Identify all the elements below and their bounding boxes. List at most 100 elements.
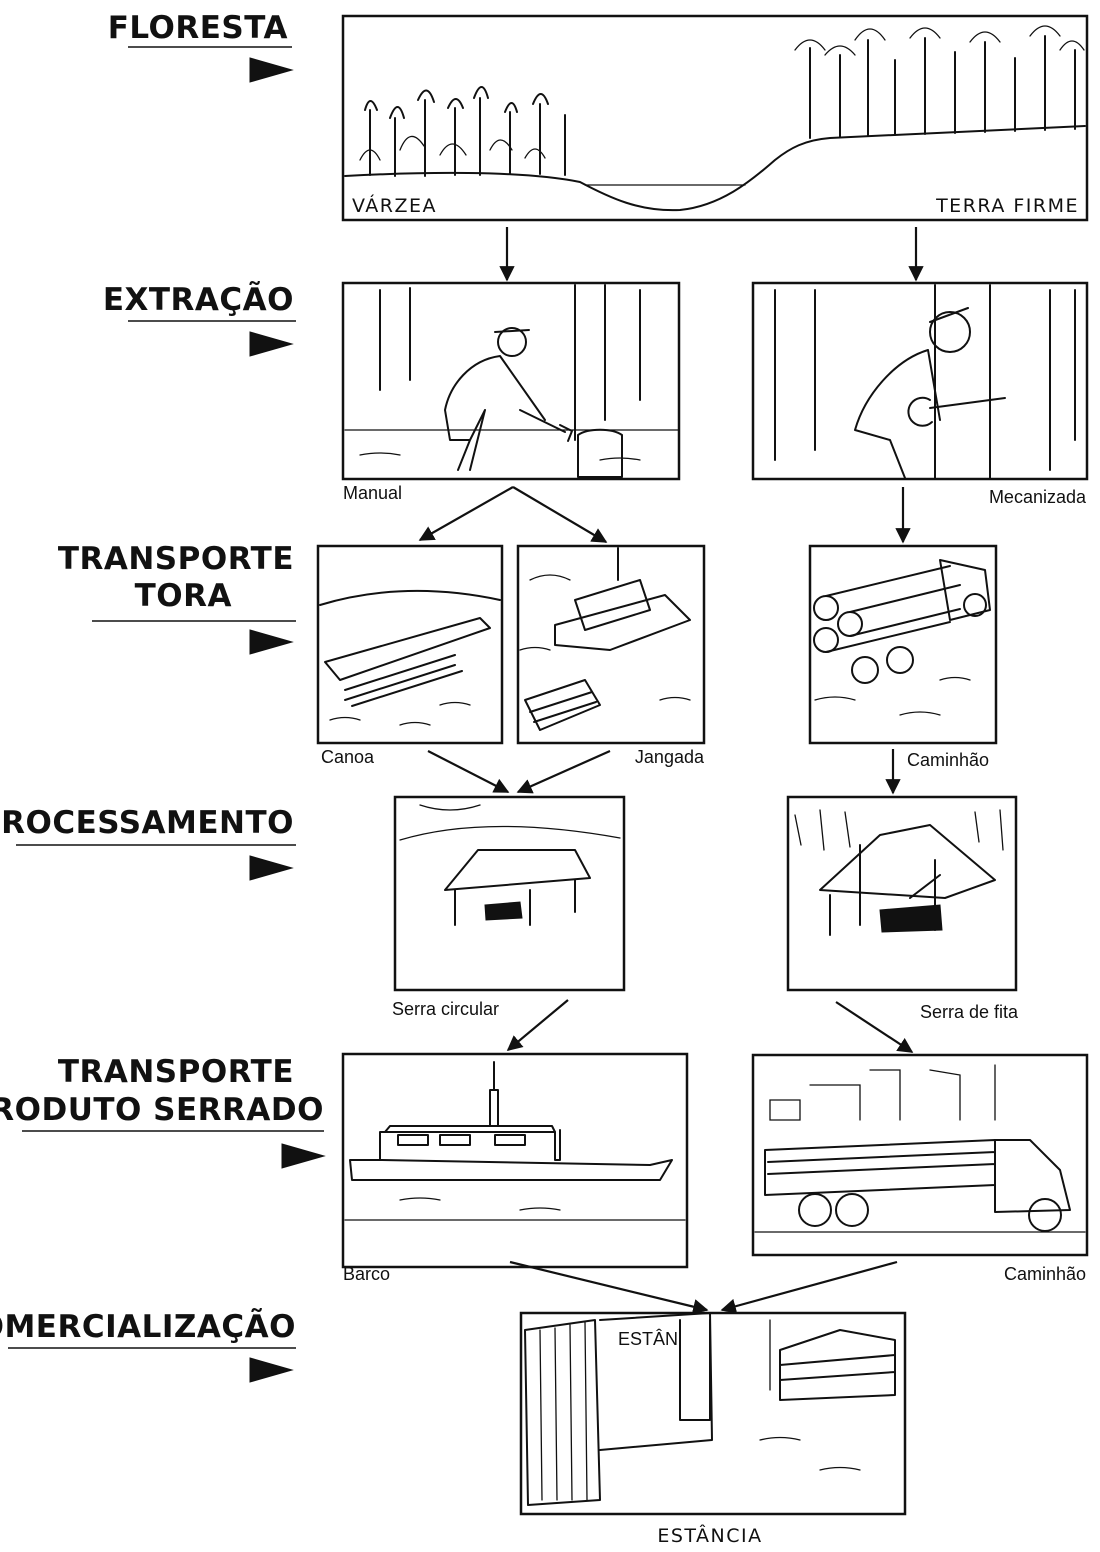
town-buildings [769,1064,996,1121]
arrow-manual-to-jangada [512,486,608,543]
arrow-manual-to-canoa [418,486,514,541]
panel-extracao-manual: Manual [341,281,681,503]
person-head [497,327,527,357]
panel-frame [316,544,504,745]
stage-label-extracao: EXTRAÇÃO [103,281,296,357]
stage-label-processamento: PROCESSAMENTO [0,805,296,881]
ground-profile [344,125,1086,212]
band-saw-icon [879,904,943,933]
chainsaw-icon [907,396,1006,427]
shed-posts [454,879,576,926]
panel-frame [393,795,626,992]
panel-serra-de-fita: Serra de fita [786,795,1019,1022]
caption-jangada: Jangada [635,747,705,767]
stage-title-produto-serrado: PRODUTO SERRADO [0,1092,324,1128]
stage-title-transporte-line1: TRANSPORTE [58,1054,294,1090]
person-body [444,329,546,471]
stage-title-extracao: EXTRAÇÃO [103,281,294,318]
panel-extracao-mecanizada: Mecanizada [751,281,1089,507]
canoe-icon [324,617,491,681]
tugboat-cabin [574,579,651,631]
truck-cab [994,1139,1071,1213]
truck-wheel [798,1193,832,1227]
stage-label-transporte-serrado: TRANSPORTE PRODUTO SERRADO [0,1054,326,1169]
arrow-serra-circular-to-barco [506,999,569,1051]
truck-cab [939,559,991,621]
boat-windows [397,1134,526,1146]
varzea-label: VÁRZEA [352,194,437,217]
caption-manual: Manual [343,483,402,503]
varzea-trees [359,86,566,177]
stage-pointer-icon [249,57,294,83]
shed-roof [444,849,591,891]
panel-caminhao-tora: Caminhão [808,544,998,770]
tree-stump [577,428,623,478]
stage-title-tora: TORA [135,578,232,614]
panel-frame [808,544,998,745]
caption-serra-de-fita: Serra de fita [920,1002,1019,1022]
caption-caminhao-serrado: Caminhão [1004,1264,1086,1284]
caption-caminhao-tora: Caminhão [907,750,989,770]
panel-frame [786,795,1018,992]
stage-label-floresta: FLORESTA [108,10,294,83]
panel-frame [341,281,681,481]
person-body [854,307,969,479]
stage-pointer-icon [249,331,294,357]
terra-firme-trees [794,25,1085,139]
caption-mecanizada: Mecanizada [989,487,1087,507]
arrow-barco-to-estancia [509,1260,709,1315]
panel-estancia: ESTÂN ESTÂNCIA [519,1311,907,1547]
panel-floresta: VÁRZEA TERRA FIRME [341,14,1089,222]
stage-pointer-icon [249,855,294,881]
lumber-stack [779,1329,896,1401]
stage-title-transporte-line1: TRANSPORTE [58,541,294,577]
panel-frame [751,281,1089,481]
caption-canoa: Canoa [321,747,375,767]
log-raft [344,654,463,707]
stage-label-comercializacao: COMERCIALIZAÇÃO [0,1308,296,1383]
large-tree-trunk [934,284,991,479]
arrow-serra-de-fita-to-caminhao [835,1001,914,1053]
log-raft [524,679,601,731]
truck-wheel [886,646,914,674]
boat-cabin-roof [384,1125,556,1133]
caption-serra-circular: Serra circular [392,999,499,1019]
caption-estancia: ESTÂNCIA [657,1524,762,1547]
stage-pointer-icon [249,1357,294,1383]
truck-wheel [851,656,879,684]
arrow-canoa-to-serra-circular [427,750,510,793]
circular-saw-icon [484,901,523,921]
panel-jangada: Jangada [516,544,706,767]
arrow-caminhao-to-estancia [720,1260,898,1314]
shop-pillar [679,1319,711,1421]
stage-pointer-icon [281,1143,326,1169]
stage-title-comercializacao: COMERCIALIZAÇÃO [0,1308,296,1345]
stage-title-floresta: FLORESTA [108,10,288,46]
shop-sign: ESTÂN [618,1329,678,1349]
truck-wheel [963,593,987,617]
shed-front [524,1319,601,1506]
boat-chimney [489,1061,499,1126]
truck-logs [825,565,961,653]
terra-firme-label: TERRA FIRME [935,195,1079,217]
boat-hull [349,1159,673,1181]
shed-roof [819,824,996,899]
caption-barco: Barco [343,1264,390,1284]
axe-icon [519,409,573,442]
truck-wheel [835,1193,869,1227]
truck-wheel [1028,1198,1062,1232]
panel-canoa: Canoa [316,544,504,767]
arrow-jangada-to-serra-circular [516,749,611,794]
panel-frame [341,14,1089,222]
panel-barco: Barco [341,1052,689,1284]
person-head [929,311,971,353]
stage-pointer-icon [249,629,294,655]
stage-title-processamento: PROCESSAMENTO [0,805,294,841]
panel-serra-circular: Serra circular [392,795,626,1019]
flow-arrows [418,227,924,1315]
panel-frame [519,1311,907,1516]
stage-label-transporte-tora: TRANSPORTE TORA [58,541,296,655]
panel-frame [516,544,706,745]
panel-caminhao-serrado: Caminhão [751,1053,1089,1284]
